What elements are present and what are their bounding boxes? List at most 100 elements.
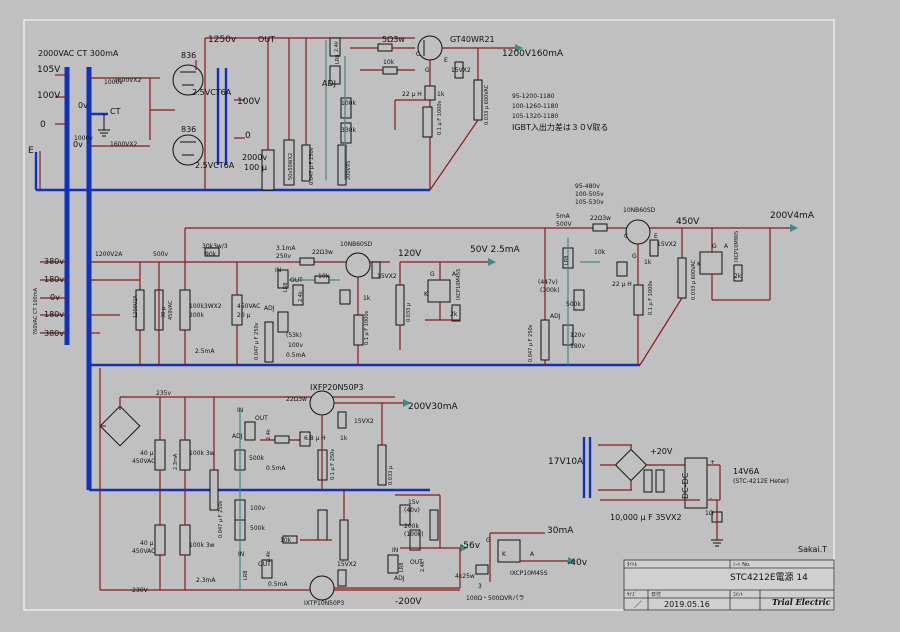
label-low-adj: ADJ [232,433,243,440]
author: Sakai.T [798,545,827,554]
label-380a: 380v [44,257,64,266]
label-low-40v: (40v) [404,507,420,514]
label-mid-0033-b: 0.033 µ 600VAC [691,259,697,300]
label-mid-2k: 2k [450,311,458,318]
label-mid-0v: 0v [50,293,60,302]
label-53k: (53k) [286,332,302,339]
label-low-24k: 2.4k [266,429,272,440]
label-200v4ma: 200V4mA [770,211,815,221]
label-top-330k: 330k [341,127,356,134]
label-450v: 450V [676,217,700,227]
label-30k: 30k3w/3 [202,243,228,250]
label-list-3: 105-1320-1180 [512,113,559,120]
label-14v6a: 14V6A [733,467,760,476]
label-450vac-a: 450VAC [132,458,155,465]
label-low-in-b: IN [238,551,244,558]
label-40v-neg: -40v [567,558,588,568]
label-low-out: OUT [255,415,268,422]
label-mid-1k-b: 1k [644,259,652,266]
label-low-lr8-b: LR8 [399,563,405,572]
low-section [89,368,576,601]
label-mid-c: C [624,233,628,240]
label-low-out-c: OUT [410,559,423,566]
label-low-0033: 0.033 µ [388,465,394,485]
label-450vac: 450VAC [168,300,174,320]
title-col5: ｺﾒﾝﾄ [733,592,744,598]
label-mid-450vac: 450VAC [237,303,260,310]
label-30ma: 30mA [547,526,574,536]
label-235v: 235v [156,390,171,397]
label-mid-180v: 180v [570,343,585,350]
label-low-fet-b: IXTP10N50P3 [304,600,344,607]
label-450vac-b: 450VAC [132,548,155,555]
label-igbt-note: IGBT入出力差は３０V取る [512,122,608,132]
label-mid-list-2: 100-505v [575,191,604,198]
label-low-500k: 500k [249,455,264,462]
label-vr: 100Ω・500ΩVRパラ [466,595,524,602]
label-heater-cap: 10,000 µ F 35VX2 [610,513,682,522]
label-5ma: 5mA [556,213,571,220]
label-low-01: 0.1 µ F 250v [330,449,336,480]
label-top-10k: 10k [383,59,395,66]
company-name: Trial Electric [772,597,831,607]
label-5050w: 50x50WX2 [288,153,294,180]
label-1600vx2-b: 1600VX2 [110,141,137,148]
label-100k3w: 100k3WX2 [189,303,222,310]
label-mid-k: K [424,291,429,298]
label-105v: 105V [37,65,61,75]
label-23ma-b: 2.3mA [196,577,216,584]
title-col2: ｼｰﾄ No. [733,562,751,568]
label-30u: 30 µ [161,306,167,318]
title-block [623,559,835,611]
label-100u: 100 µ [244,163,267,172]
label-mid-01: 0.1 µ F 1000v [364,310,370,345]
label-low-100v: 100v [250,505,265,512]
label-2000v: 2000v [242,153,267,162]
label-mid-list-1: 95-480v [575,183,600,190]
label-low-05ma-b: 0.5mA [268,581,288,588]
label-gt40: GT40WR21 [450,35,495,44]
label-low-in-c: IN [392,547,398,554]
label-mid-2k-b: 2k [734,273,742,280]
label-mid-22ohm-b: 22Ω3w [590,215,611,222]
label-low-100k: (100k) [404,531,424,538]
label-56v: -56v [460,541,481,551]
label-fil-100v: 100V [237,97,261,107]
label-mid-e: E [654,233,658,240]
label-mid-15v: 15VX2 [377,273,397,280]
label-low-15v: 15VX2 [354,418,374,425]
label-31ma: 3.1mA [276,245,296,252]
label-top-22uh: 22 µ H [402,91,422,98]
label-mid-trans-rating: 760VAC CT 100mA [33,287,39,335]
label-5ohm: 5Ω3w [382,35,405,44]
label-200vx5: 200VX5 [346,160,352,180]
label-top-out: OUT [258,35,275,44]
title-col3: ｻｲｽﾞ [627,591,637,598]
label-low-a: A [530,551,535,558]
mid-section [40,160,798,490]
label-mid-0047: 0.047 µ F 250v [254,322,260,360]
label-low-fet: IXFP20N50P3 [310,383,364,392]
label-100v: 100V [37,91,61,101]
label-low-adj-c: ADJ [394,575,405,582]
label-low-500k-b: 500k [250,525,265,532]
label-ixcp: IXCP10M45S [456,269,462,300]
label-mid-0033: 0.033 µ [406,302,412,322]
label-40u-b: 40 µ [140,540,154,547]
label-836-b: 836 [181,125,196,134]
label-50v: 50V 2.5mA [470,245,521,255]
label-180b: 180v [44,310,64,319]
label-1250v: 1250v [208,35,237,45]
label-mid-in: IN [275,267,281,274]
label-mid-k2: K [697,261,702,268]
drawing-title: STC4212E電源 14 [730,572,808,583]
label-mid-15v-b: 15VX2 [657,241,677,248]
label-low-out-b: OUT [258,561,271,568]
drawing-date: 2019.05.16 [664,600,710,609]
label-mid-a: A [452,271,457,278]
label-low-10k: 10k [280,537,292,544]
title-col4: 日付 [651,591,661,598]
label-low-g: G [486,537,491,544]
label-230v: -230V [130,587,149,594]
